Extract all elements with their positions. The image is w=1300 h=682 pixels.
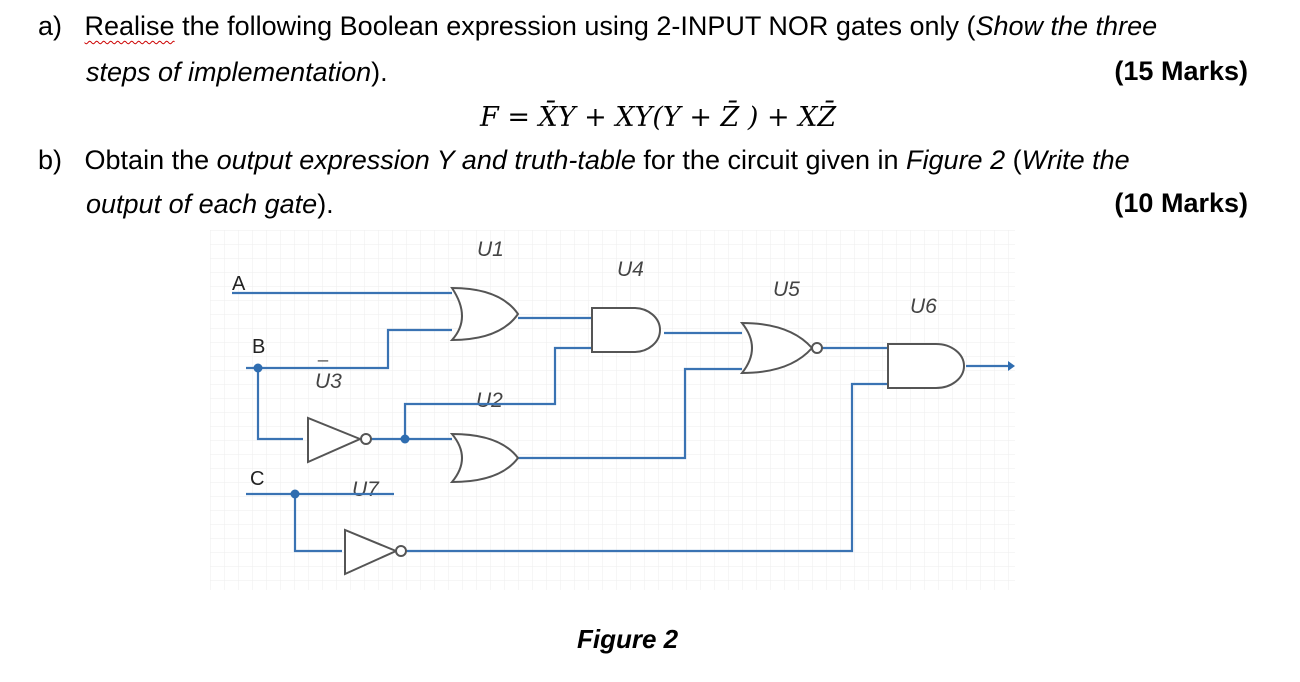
grid-background bbox=[210, 230, 1015, 590]
marks-a: (15 Marks) bbox=[1114, 56, 1248, 86]
question-a-label: a) bbox=[38, 11, 63, 41]
output-arrow bbox=[1008, 361, 1015, 371]
gate-label-u6: U6 bbox=[910, 295, 937, 318]
question-b-italic-4: output of each gate bbox=[86, 189, 318, 219]
question-b-line-1: b) Obtain the output expression Y and tr… bbox=[38, 144, 1130, 176]
question-b-italic-1: output expression Y and truth-table bbox=[216, 145, 636, 175]
gate-u2-or bbox=[449, 432, 520, 484]
question-a-line-2: steps of implementation). bbox=[86, 56, 388, 88]
gate-u7-bubble bbox=[395, 545, 407, 557]
input-b-label: B bbox=[252, 336, 265, 358]
junction-b bbox=[253, 363, 263, 373]
junction-c bbox=[290, 489, 300, 499]
question-b-text-1: Obtain the bbox=[84, 145, 217, 175]
question-b-text-2: for the circuit given in bbox=[635, 145, 907, 175]
boolean-equation: F = X̄Y + XY(Y + Z̄ ) + XZ̄ bbox=[480, 102, 836, 133]
question-a-italic-2: steps of implementation bbox=[86, 57, 372, 87]
gate-label-u1: U1 bbox=[477, 238, 504, 261]
gate-u7-not bbox=[344, 528, 399, 576]
question-a-text: the following Boolean expression using 2… bbox=[174, 11, 976, 41]
question-a-end: ). bbox=[371, 57, 388, 87]
gate-u5-nor bbox=[739, 321, 814, 375]
question-b-italic-3: Write the bbox=[1021, 145, 1130, 175]
question-b-text-3: ( bbox=[1005, 145, 1022, 175]
logic-circuit-diagram: A B C U1 U4 U5 U6 _ U3 U2 U7 bbox=[210, 230, 1015, 590]
misspelled-word: Realise bbox=[84, 11, 175, 41]
gate-label-u3: U3 bbox=[315, 370, 342, 393]
overbar-mark: _ bbox=[317, 342, 329, 363]
input-c-label: C bbox=[250, 468, 264, 490]
question-b-label: b) bbox=[38, 145, 63, 175]
question-b-line-2: output of each gate). bbox=[86, 188, 334, 220]
gate-label-u7: U7 bbox=[352, 478, 380, 501]
question-b-end: ). bbox=[317, 189, 334, 219]
question-a-line-1: a) Realise the following Boolean express… bbox=[38, 10, 1157, 42]
gate-u5-bubble bbox=[811, 342, 823, 354]
gate-label-u4: U4 bbox=[617, 258, 644, 281]
input-a-label: A bbox=[232, 273, 246, 295]
gate-u4-and bbox=[591, 307, 661, 353]
figure-caption: Figure 2 bbox=[577, 624, 679, 654]
gate-u3-bubble bbox=[360, 433, 372, 445]
question-a-italic: Show the three bbox=[975, 11, 1158, 41]
gate-u6-and bbox=[887, 343, 965, 389]
gate-label-u2: U2 bbox=[476, 389, 503, 412]
gate-u1-or bbox=[449, 286, 520, 342]
gate-label-u5: U5 bbox=[773, 278, 800, 301]
marks-b: (10 Marks) bbox=[1114, 188, 1248, 218]
equation-text: F = X̄Y + XY(Y + Z̄ ) + XZ̄ bbox=[480, 102, 837, 133]
gate-u3-not bbox=[307, 416, 363, 464]
junction-u3-out bbox=[400, 434, 410, 444]
question-b-italic-2: Figure 2 bbox=[906, 145, 1006, 175]
wires bbox=[232, 291, 1008, 553]
